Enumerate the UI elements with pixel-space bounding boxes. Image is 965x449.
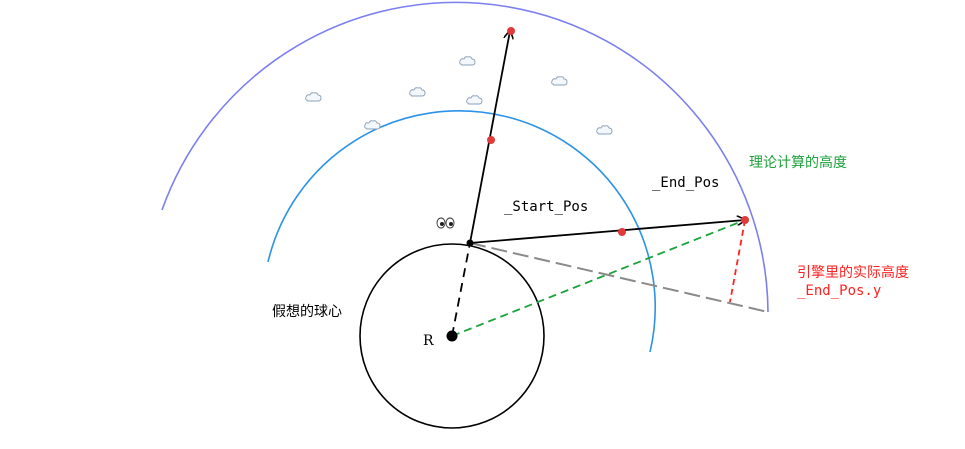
engine-height-line <box>729 219 746 303</box>
engine-height-label: 引擎里的实际高度 <box>797 264 909 281</box>
planet-circle <box>359 243 545 429</box>
cloud-icon <box>551 76 568 86</box>
end-point <box>741 216 749 224</box>
inner-intersect-point <box>618 228 626 236</box>
cloud-icon <box>596 125 613 135</box>
cloud-icon <box>364 120 381 130</box>
end-pos-label: _End_Pos <box>652 175 719 191</box>
horizon-line <box>469 242 769 313</box>
cloud-icon <box>409 87 426 97</box>
theory-height-label: 理论计算的高度 <box>749 154 847 171</box>
start-pos-label: _Start_Pos <box>504 199 588 215</box>
end-pos-y-label: _End_Pos.y <box>797 283 881 299</box>
cloud-icon <box>305 92 322 102</box>
radius-label: R <box>423 333 434 349</box>
end-pos-arrow <box>469 220 745 244</box>
eyes-icon <box>436 217 455 229</box>
cloud-icon <box>459 56 476 66</box>
center-to-end-line <box>451 219 746 337</box>
cloud-icon <box>466 95 483 105</box>
radius-line <box>451 242 471 337</box>
center-point <box>446 330 458 342</box>
start-point <box>466 239 474 247</box>
vertical-intersect-point <box>487 136 495 144</box>
top-point <box>507 27 515 35</box>
sphere-center-label: 假想的球心 <box>272 304 342 320</box>
outer-atmosphere-arc <box>161 1 769 313</box>
